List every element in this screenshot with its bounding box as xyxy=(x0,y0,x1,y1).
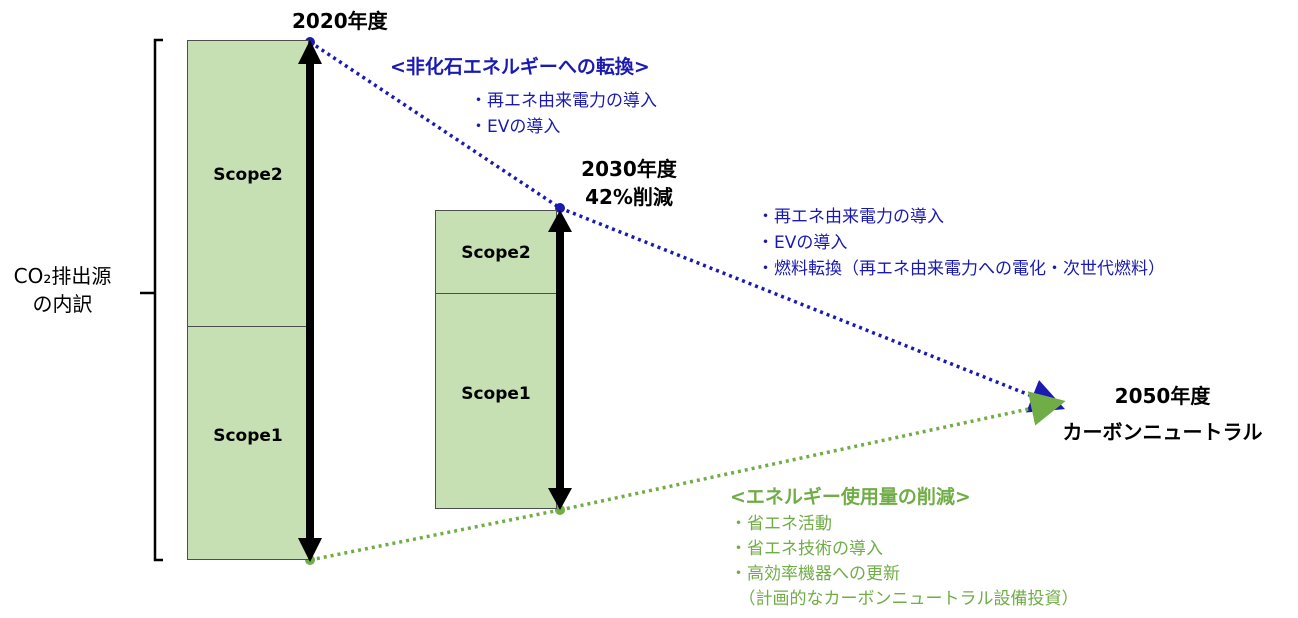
list-item: （計画的なカーボンニュートラル設備投資） xyxy=(730,589,1079,609)
breakdown-bracket xyxy=(140,38,163,562)
bar-2020-scope2-label: Scope2 xyxy=(213,165,283,185)
energy-reduction-line-2020-2030 xyxy=(309,508,561,562)
bar-2030-scope2-label: Scope2 xyxy=(461,243,531,263)
bar-2030-scope1-label: Scope1 xyxy=(461,384,531,404)
bar-2030-scope1: Scope1 xyxy=(435,293,557,509)
breakdown-label-line2: の内訳 xyxy=(32,292,93,316)
energy-reduction-heading: <エネルギー使用量の削減> xyxy=(730,486,971,508)
list-item: ・省エネ技術の導入 xyxy=(730,539,883,559)
year-2050-goal: カーボンニュートラル xyxy=(1062,420,1263,444)
non-fossil-line-2020-2030 xyxy=(309,40,561,210)
list-item: ・EVの導入 xyxy=(470,117,561,137)
energy-reduction-list: ・省エネ活動 ・省エネ技術の導入 ・高効率機器への更新 （計画的なカーボンニュー… xyxy=(730,512,1079,612)
list-item: ・省エネ活動 xyxy=(730,514,832,534)
year-2020-label: 2020年度 xyxy=(292,9,388,33)
year-2030-title: 2030年度 xyxy=(581,157,677,181)
year-2050-label: 2050年度 カーボンニュートラル xyxy=(1040,378,1285,450)
year-2030-reduction: 42%削減 xyxy=(585,185,673,209)
breakdown-label-line1: CO₂排出源 xyxy=(13,264,112,288)
list-item: ・再エネ由来電力の導入 xyxy=(757,207,944,227)
list-item: ・燃料転換（再エネ由来電力への電化・次世代燃料） xyxy=(757,259,1165,279)
bar-2020-scope1-label: Scope1 xyxy=(213,426,283,446)
bar-2020-scope1: Scope1 xyxy=(187,326,309,560)
year-2030-label: 2030年度 42%削減 xyxy=(564,155,694,211)
breakdown-label: CO₂排出源 の内訳 xyxy=(5,262,120,318)
year-2050-title: 2050年度 xyxy=(1114,384,1211,408)
list-item: ・EVの導入 xyxy=(757,233,848,253)
list-item: ・再エネ由来電力の導入 xyxy=(470,91,657,111)
non-fossil-list-late: ・再エネ由来電力の導入 ・EVの導入 ・燃料転換（再エネ由来電力への電化・次世代… xyxy=(757,204,1165,282)
list-item: ・高効率機器への更新 xyxy=(730,564,900,584)
non-fossil-list-early: ・再エネ由来電力の導入 ・EVの導入 xyxy=(470,88,657,140)
non-fossil-heading: <非化石エネルギーへの転換> xyxy=(390,56,650,78)
bar-2030-scope2: Scope2 xyxy=(435,210,557,294)
non-fossil-line-2030-2050 xyxy=(559,206,1066,413)
bar-2020-scope2: Scope2 xyxy=(187,40,309,327)
